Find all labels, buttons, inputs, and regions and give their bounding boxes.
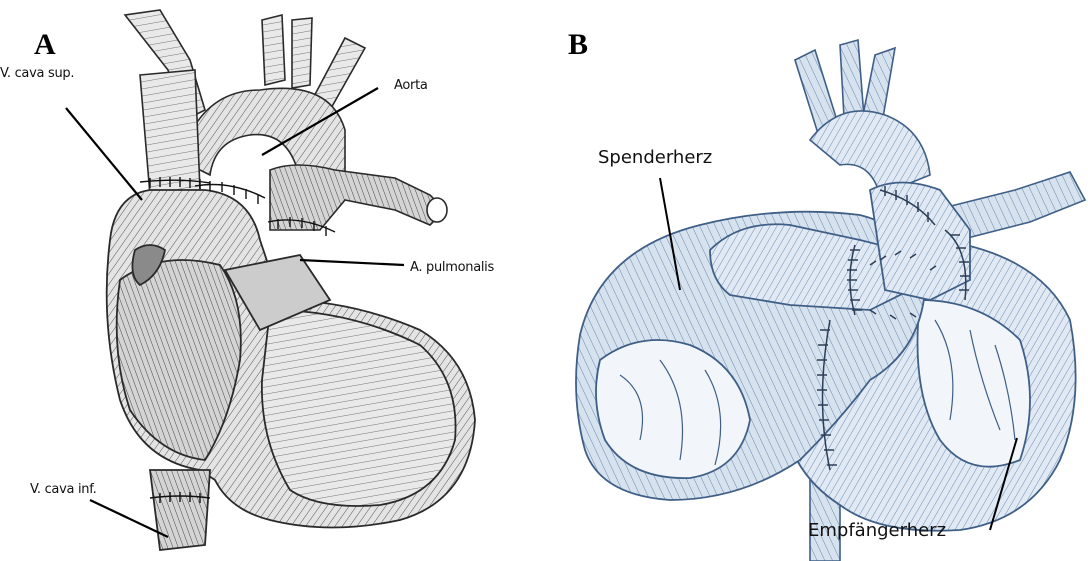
heart-illustration-a xyxy=(0,0,520,561)
label-a-pulmonalis: A. pulmonalis xyxy=(410,261,494,274)
panel-letter-b: B xyxy=(568,30,588,60)
label-v-cava-sup: V. cava sup. xyxy=(0,67,74,80)
panel-a-normal-heart: A V. cava sup. Aorta A. pulmonalis V. ca… xyxy=(0,0,520,561)
panel-letter-a: A xyxy=(34,30,56,60)
heart-body-a xyxy=(107,190,475,550)
label-v-cava-inf: V. cava inf. xyxy=(30,483,96,496)
panel-b-heterotopic-transplant: B Spenderherz Empfängerherz xyxy=(540,0,1088,561)
label-empfaengerherz: Empfängerherz xyxy=(808,522,946,540)
label-spenderherz: Spenderherz xyxy=(598,149,712,167)
heart-illustration-b xyxy=(540,0,1088,561)
label-aorta: Aorta xyxy=(394,79,428,92)
